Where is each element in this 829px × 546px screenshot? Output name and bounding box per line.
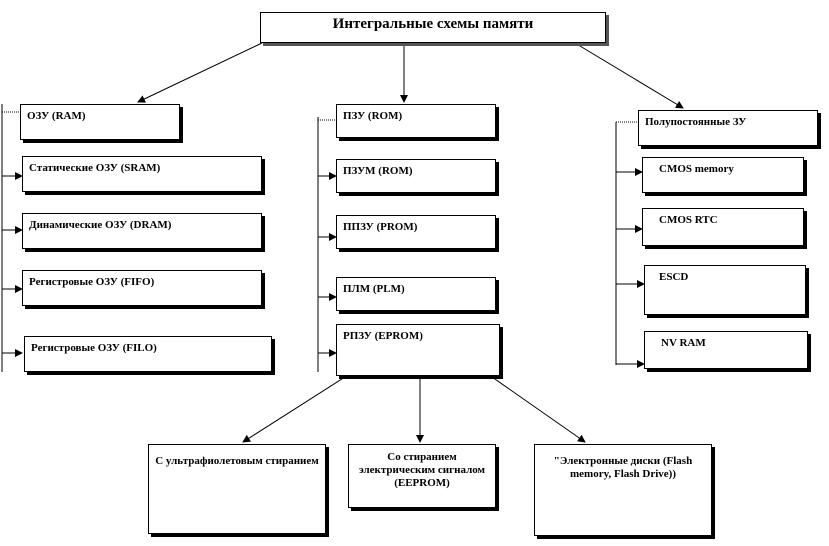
- arrow-eprom-to-uv: [242, 376, 346, 443]
- ram-item-fifo: Регистровые ОЗУ (FIFO): [22, 270, 262, 306]
- arrow-eprom-to-flash: [491, 376, 586, 443]
- nvram-item-cmos-rtc: CMOS RTC: [642, 208, 804, 246]
- ram-head-box: ОЗУ (RAM): [20, 104, 180, 140]
- diagram-title: Интегральные схемы памяти: [260, 12, 606, 43]
- eprom-type-uv: С ультрафиолетовым стиранием: [148, 444, 326, 534]
- arrow-title-to-ram: [137, 42, 263, 103]
- eprom-type-eeprom: Со стиранием электрическим сигналом (EEP…: [348, 444, 496, 508]
- eprom-type-flash: "Электронные диски (Flash memory, Flash …: [534, 444, 712, 536]
- nvram-item-nv-ram: NV RAM: [644, 331, 808, 369]
- ram-item-sram: Статические ОЗУ (SRAM): [22, 156, 262, 192]
- rom-item-prom: ППЗУ (PROM): [336, 215, 496, 249]
- nvram-item-escd: ESCD: [644, 265, 806, 315]
- rom-head-box: ПЗУ (ROM): [336, 104, 496, 138]
- rom-item-eprom: РПЗУ (EPROM): [336, 324, 500, 376]
- ram-item-dram: Динамические ОЗУ (DRAM): [22, 213, 262, 249]
- ram-item-filo: Регистровые ОЗУ (FILO): [24, 336, 272, 372]
- rom-item-mask: ПЗУМ (ROM): [336, 159, 496, 193]
- nvram-head-box: Полупостоянные ЗУ: [638, 110, 818, 146]
- rom-item-plm: ПЛМ (PLM): [336, 277, 496, 311]
- nvram-item-cmos-memory: CMOS memory: [642, 157, 804, 193]
- arrow-title-to-nvram: [574, 42, 684, 109]
